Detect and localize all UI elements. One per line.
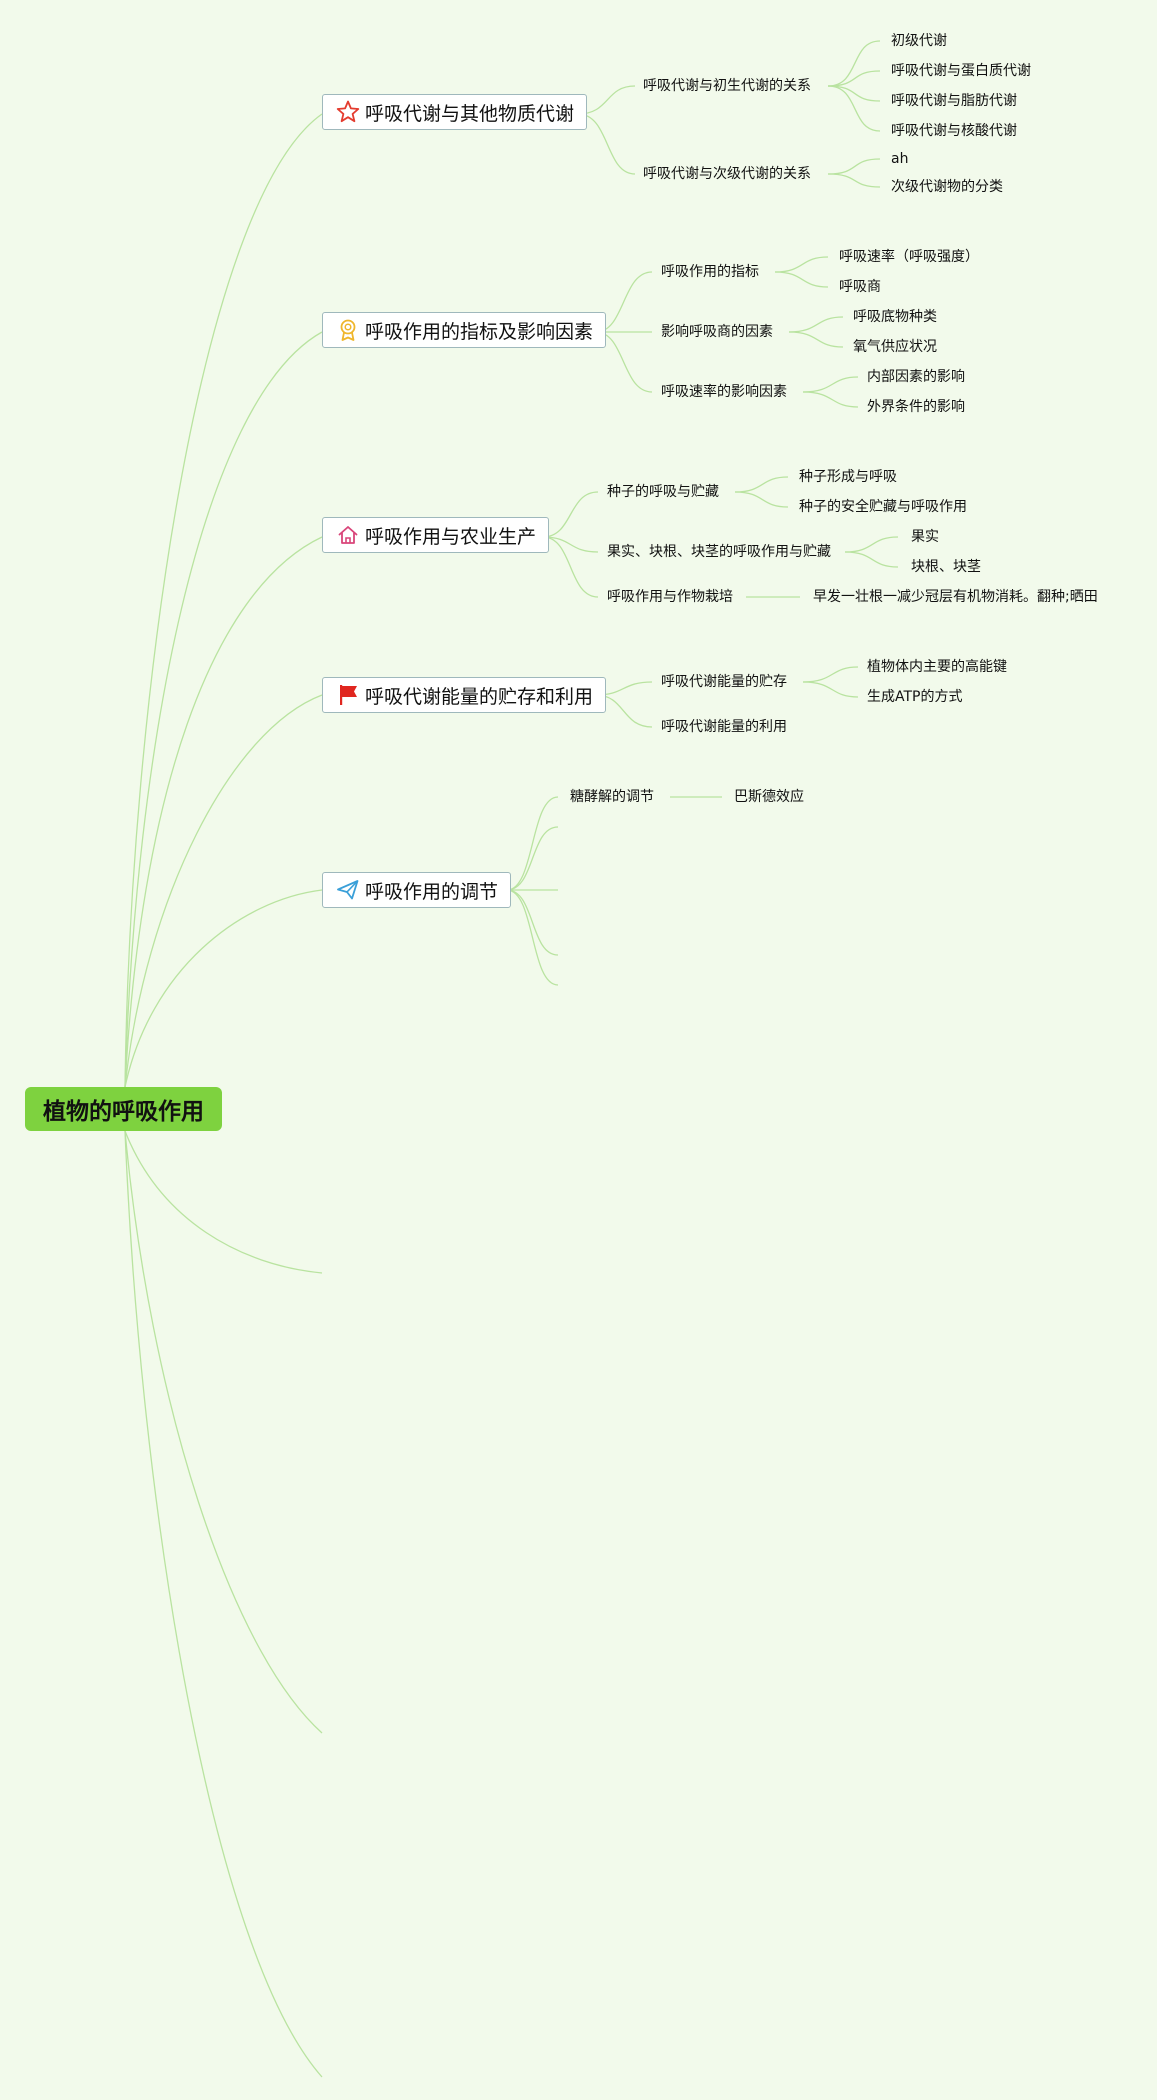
connector-b1-c1-l4: [827, 85, 881, 132]
connector-b1-c2: [577, 113, 636, 175]
subtopic-1-2[interactable]: 呼吸代谢与次级代谢的关系: [643, 166, 811, 182]
award-icon: [335, 317, 361, 343]
leaf-topic-1-1-3[interactable]: 呼吸代谢与脂肪代谢: [891, 93, 1017, 109]
star-icon: [335, 99, 361, 125]
branch-topic-2[interactable]: 呼吸作用的指标及影响因素: [322, 312, 607, 348]
subtopic-1-1[interactable]: 呼吸代谢与初生代谢的关系: [643, 78, 811, 94]
connector-b1-c2-l2: [827, 173, 881, 188]
leaf-topic-1-2-1[interactable]: ah: [891, 151, 909, 167]
branch-label: 呼吸代谢能量的贮存和利用: [365, 685, 594, 708]
subtopic-3-3[interactable]: 呼吸作用与作物栽培: [607, 589, 733, 605]
connector-b3-c2-l1: [844, 536, 899, 553]
connector-b1-c1-l1: [827, 40, 881, 87]
leaf-topic-3-2-2[interactable]: 块根、块茎: [911, 559, 981, 575]
connector-b4-c1-l1: [802, 666, 859, 683]
leaf-topic-3-3-1[interactable]: 早发一壮根一减少冠层有机物消耗。翻种;晒田: [813, 589, 1098, 605]
connector-root-branch-3: [124, 536, 323, 1088]
connector-b1-c1-l2: [827, 70, 881, 87]
branch-topic-5[interactable]: 呼吸作用的调节: [322, 872, 512, 908]
leaf-topic-2-2-2[interactable]: 氧气供应状况: [853, 339, 937, 355]
connector-root-branch-2: [124, 331, 323, 1088]
connector-b2-c1-l1: [774, 256, 829, 273]
connector-b5-empty-1: [506, 826, 559, 891]
leaf-topic-3-1-2[interactable]: 种子的安全贮藏与呼吸作用: [799, 499, 967, 515]
home-icon: [335, 522, 361, 548]
connector-b3-c1-l2: [734, 491, 789, 508]
subtopic-2-3[interactable]: 呼吸速率的影响因素: [661, 384, 787, 400]
branch-label: 呼吸作用与农业生产: [365, 525, 537, 548]
connector-b5-c1: [506, 796, 559, 891]
subtopic-5-1[interactable]: 糖酵解的调节: [570, 789, 654, 805]
connector-b5-empty-4: [506, 889, 559, 986]
connector-b1-c2-l1: [827, 158, 881, 175]
connector-b3-c3: [542, 536, 599, 598]
connector-b2-c2-l1: [788, 316, 844, 333]
leaf-topic-1-1-4[interactable]: 呼吸代谢与核酸代谢: [891, 123, 1017, 139]
branch-topic-3[interactable]: 呼吸作用与农业生产: [322, 517, 550, 553]
subtopic-2-2[interactable]: 影响呼吸商的因素: [661, 324, 773, 340]
connector-root-branch-4: [124, 694, 323, 1088]
leaf-topic-4-1-2[interactable]: 生成ATP的方式: [867, 689, 963, 705]
connector-b5-empty-3: [506, 889, 559, 956]
leaf-topic-1-1-1[interactable]: 初级代谢: [891, 33, 947, 49]
leaf-topic-4-1-1[interactable]: 植物体内主要的高能键: [867, 659, 1007, 675]
connector-b1-c1-l3: [827, 85, 881, 102]
branch-label: 呼吸代谢与其他物质代谢: [365, 102, 575, 125]
connector-root-empty-1: [124, 1130, 323, 1274]
root-topic[interactable]: 植物的呼吸作用: [25, 1087, 222, 1131]
leaf-topic-2-1-2[interactable]: 呼吸商: [839, 279, 881, 295]
leaf-topic-2-3-2[interactable]: 外界条件的影响: [867, 399, 965, 415]
leaf-topic-2-3-1[interactable]: 内部因素的影响: [867, 369, 965, 385]
branch-label: 呼吸作用的调节: [365, 880, 499, 903]
subtopic-2-1[interactable]: 呼吸作用的指标: [661, 264, 759, 280]
connector-b3-c1-l1: [734, 476, 789, 493]
leaf-topic-1-2-2[interactable]: 次级代谢物的分类: [891, 179, 1003, 195]
connector-root-branch-5: [124, 889, 323, 1088]
subtopic-4-1[interactable]: 呼吸代谢能量的贮存: [661, 674, 787, 690]
connector-root-empty-3: [124, 1130, 323, 2078]
branch-topic-1[interactable]: 呼吸代谢与其他物质代谢: [322, 94, 588, 130]
leaf-topic-3-2-1[interactable]: 果实: [911, 529, 939, 545]
subtopic-3-1[interactable]: 种子的呼吸与贮藏: [607, 484, 719, 500]
connector-b2-c3-l2: [802, 391, 859, 408]
leaf-topic-5-1-1[interactable]: 巴斯德效应: [734, 789, 804, 805]
connector-b3-c2-l2: [844, 551, 899, 568]
connector-root-branch-1: [124, 113, 323, 1088]
connector-b4-c1-l2: [802, 681, 859, 698]
connector-b3-c1: [542, 491, 599, 538]
flag-icon: [335, 682, 361, 708]
connector-b2-c3-l1: [802, 376, 859, 393]
connector-b2-c2-l2: [788, 331, 844, 348]
leaf-topic-2-2-1[interactable]: 呼吸底物种类: [853, 309, 937, 325]
paper-plane-icon: [335, 877, 361, 903]
leaf-topic-1-1-2[interactable]: 呼吸代谢与蛋白质代谢: [891, 63, 1031, 79]
connector-root-empty-2: [124, 1130, 323, 1734]
leaf-topic-2-1-1[interactable]: 呼吸速率（呼吸强度）: [839, 249, 979, 265]
connector-b3-c2: [542, 536, 599, 553]
subtopic-3-2[interactable]: 果实、块根、块茎的呼吸作用与贮藏: [607, 544, 831, 560]
connector-b2-c1-l2: [774, 271, 829, 288]
branch-topic-4[interactable]: 呼吸代谢能量的贮存和利用: [322, 677, 607, 713]
branch-label: 呼吸作用的指标及影响因素: [365, 320, 594, 343]
leaf-topic-3-1-1[interactable]: 种子形成与呼吸: [799, 469, 897, 485]
subtopic-4-2[interactable]: 呼吸代谢能量的利用: [661, 719, 787, 735]
